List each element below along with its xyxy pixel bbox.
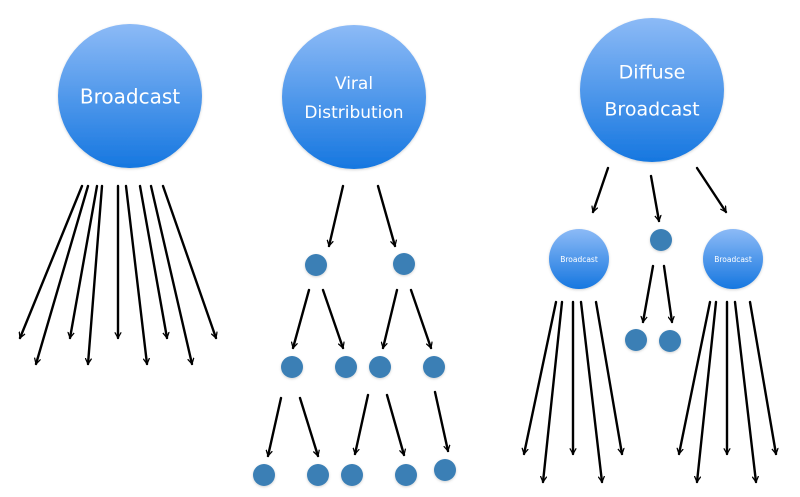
viral-node	[281, 356, 303, 378]
viral-node	[369, 356, 391, 378]
broadcast-arrow	[70, 184, 99, 340]
diffuse-arrow	[733, 300, 756, 484]
viral-hub-label-line2: Distribution	[304, 103, 403, 123]
diffuse-relay-node	[625, 329, 647, 351]
panel-viral: Viral Distribution	[253, 25, 456, 486]
diffuse-arrow	[643, 264, 655, 324]
viral-arrow	[268, 396, 283, 458]
viral-arrow	[355, 393, 370, 456]
diffuse-relay-nodes	[625, 229, 681, 352]
diffuse-relay-node	[650, 229, 672, 251]
diffuse-arrow	[748, 300, 776, 456]
broadcast-arrow	[161, 184, 216, 340]
viral-node	[307, 464, 329, 486]
broadcast-arrow	[149, 184, 192, 366]
diffuse-arrow	[593, 166, 610, 214]
viral-arrow	[383, 288, 399, 350]
diffuse-arrow	[679, 300, 712, 456]
broadcast-hub-label: Broadcast	[80, 85, 180, 109]
broadcast-arrow	[20, 184, 84, 340]
viral-arrow	[385, 393, 404, 457]
viral-node	[423, 356, 445, 378]
diffuse-relay-node	[659, 330, 681, 352]
diffuse-subhub-right-label: Broadcast	[714, 255, 752, 264]
viral-hub-label-line1: Viral	[335, 74, 373, 94]
viral-arrow	[376, 184, 395, 248]
viral-node	[253, 464, 275, 486]
broadcast-arrow	[138, 184, 167, 340]
viral-node	[393, 253, 415, 275]
broadcast-hub	[58, 24, 202, 168]
viral-nodes	[253, 253, 456, 486]
viral-arrow	[329, 184, 345, 248]
viral-hub	[282, 25, 426, 169]
viral-arrow	[409, 288, 431, 350]
viral-arrows	[268, 184, 448, 458]
panel-diffuse: Diffuse Broadcast Broadcast Broadcast	[524, 18, 776, 484]
diffuse-arrows	[524, 166, 776, 484]
broadcast-arrows	[20, 184, 216, 366]
diffuse-arrow	[594, 300, 622, 456]
diffuse-subhub-left	[549, 229, 609, 289]
broadcast-arrow	[124, 184, 147, 366]
diffuse-subhub-left-label: Broadcast	[560, 255, 598, 264]
diffuse-arrow	[649, 174, 659, 223]
viral-node	[305, 254, 327, 276]
broadcast-arrow	[36, 184, 90, 366]
diffuse-arrow	[543, 300, 564, 484]
viral-node	[434, 459, 456, 481]
viral-arrow	[433, 390, 448, 453]
viral-arrow	[321, 288, 343, 350]
viral-node	[341, 464, 363, 486]
viral-node	[395, 464, 417, 486]
diffuse-arrow	[579, 300, 602, 484]
diffuse-arrow	[697, 300, 718, 484]
diffuse-arrow	[524, 300, 558, 456]
panel-broadcast: Broadcast	[20, 24, 216, 366]
diffuse-hub	[580, 18, 724, 162]
viral-node	[335, 356, 357, 378]
broadcast-arrow	[88, 184, 104, 366]
diffuse-hub-label-line2: Broadcast	[604, 99, 699, 121]
diffuse-subhub-right	[703, 229, 763, 289]
viral-arrow	[293, 288, 311, 350]
diffuse-arrow	[662, 264, 672, 324]
diffuse-arrow	[695, 166, 728, 214]
viral-arrow	[298, 396, 318, 458]
diffuse-hub-label-line1: Diffuse	[619, 62, 686, 84]
